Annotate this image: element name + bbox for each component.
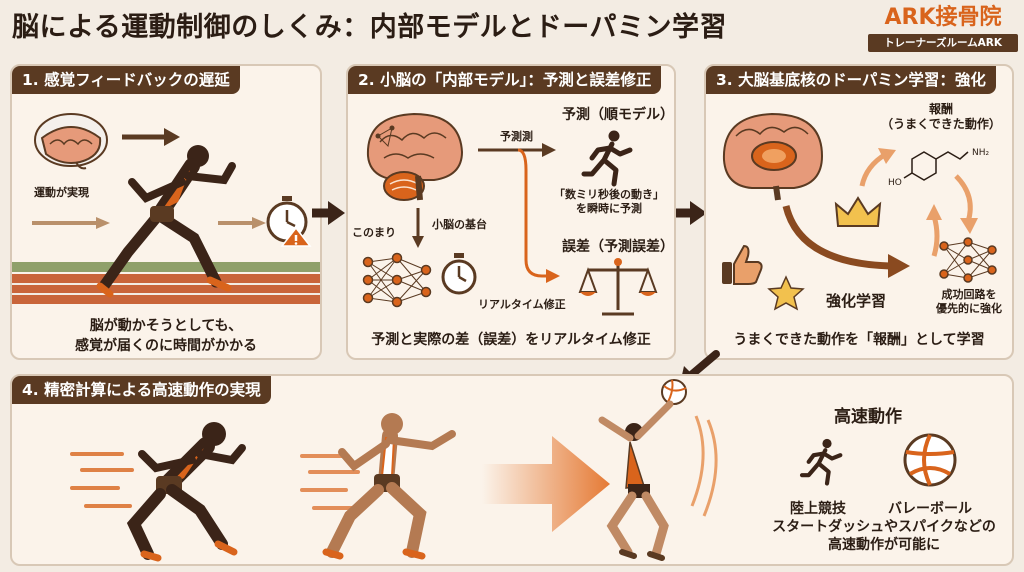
- molecule-nh2: NH₂: [972, 148, 990, 158]
- circuit-line1: 成功回路を: [941, 288, 997, 301]
- brain-label: 運動が実現: [34, 186, 89, 199]
- panel4-heading: 4. 精密計算による高速動作の実現: [12, 376, 271, 404]
- panel-internal-model: 2. 小脳の「内部モデル」：予測と誤差修正 予測測 予測（順モデル） 「数ミリ秒…: [346, 64, 676, 360]
- left-label: このまり: [352, 226, 396, 239]
- down-arrow-icon: [412, 208, 424, 248]
- panel4-caption-line1: スタートダッシュやスパイクなどの: [772, 519, 996, 535]
- circuit-line2: 優先的に強化: [936, 302, 1002, 315]
- sprinter-figure: [96, 145, 236, 298]
- stopwatch-warning-icon: [266, 196, 312, 247]
- sprinter-figure: [70, 422, 246, 562]
- panel1-caption-line2: 感覚が届くのに時間がかかる: [75, 338, 257, 354]
- error-title: 誤差（予測誤差）: [562, 239, 674, 255]
- molecule-ho: HO: [888, 178, 902, 188]
- panel-sensory-delay: 1. 感覚フィードバックの遅延 運動が実現: [10, 64, 322, 360]
- neural-network-icon: [362, 252, 432, 308]
- crown-icon: [834, 196, 882, 227]
- panel4-caption: スタートダッシュやスパイクなどの 高速動作が可能に: [756, 518, 1012, 554]
- fast-title: 高速動作: [834, 407, 902, 427]
- cycle-arrows-icon: [859, 148, 978, 257]
- star-icon: [767, 275, 805, 311]
- flow-arrow-icon: [674, 201, 707, 225]
- predict-arrow-label: 予測測: [500, 130, 533, 143]
- predict-desc-line2: を瞬時に予測: [576, 202, 642, 215]
- volleyball-icon: [903, 433, 957, 487]
- basal-ganglia-brain-icon: [722, 112, 824, 201]
- cerebellum-brain-icon: [366, 112, 464, 201]
- panel-high-speed-motion: 4. 精密計算による高速動作の実現: [10, 374, 1014, 566]
- page-title: 脳による運動制御のしくみ：内部モデルとドーパミン学習: [12, 12, 727, 43]
- logo: ARK接骨院 トレーナーズルームARK: [868, 4, 1018, 56]
- bracket-connector: [517, 148, 560, 283]
- panel1-heading: 1. 感覚フィードバックの遅延: [12, 66, 240, 94]
- logo-name: ARK接骨院: [884, 5, 1002, 30]
- stopwatch-icon: [441, 253, 477, 295]
- arrow-right-icon: [218, 217, 266, 229]
- running-track: [12, 262, 320, 304]
- panel2-heading: 2. 小脳の「内部モデル」：予測と誤差修正: [348, 66, 662, 94]
- thumbs-up-icon: [722, 244, 763, 285]
- reward-label: 報酬 （うまくできた動作）: [876, 102, 1006, 132]
- predict-desc-line1: 「数ミリ秒後の動き」: [554, 188, 664, 201]
- running-person-icon: [799, 438, 843, 486]
- panel3-caption: うまくできた動作を「報酬」として学習: [733, 332, 985, 348]
- reward-line2: （うまくできた動作）: [881, 117, 1001, 131]
- reward-line1: 報酬: [928, 102, 953, 116]
- predict-title: 予測（順モデル）: [562, 107, 674, 123]
- brain-icon: [34, 113, 108, 170]
- cerebellum-label: 小脳の基台: [432, 218, 487, 231]
- big-curved-arrow-icon: [782, 205, 910, 278]
- flow-arrow-icon: [312, 201, 345, 225]
- logo-subtitle: トレーナーズルームARK: [868, 34, 1018, 52]
- predict-desc: 「数ミリ秒後の動き」 を瞬時に予測: [544, 188, 674, 216]
- dopamine-molecule-icon: [903, 151, 969, 181]
- panel1-caption-line1: 脳が動かそうとしても、: [89, 318, 243, 334]
- volleyball-player-figure: [598, 379, 718, 561]
- panel2-caption: 予測と実際の差（誤差）をリアルタイム修正: [371, 332, 651, 348]
- running-person-icon: [581, 130, 633, 187]
- big-arrow-icon: [482, 436, 610, 532]
- neural-network-icon: [939, 237, 997, 283]
- panel3-heading: 3. 大脳基底核のドーパミン学習：強化: [706, 66, 996, 94]
- realtime-label: リアルタイム修正: [478, 298, 566, 311]
- circuit-label: 成功回路を 優先的に強化: [926, 288, 1012, 316]
- panel4-caption-line2: 高速動作が可能に: [828, 537, 940, 553]
- learning-label: 強化学習: [826, 292, 887, 310]
- sprinter-figure: [300, 413, 456, 560]
- sport1-label: 陸上競技: [790, 501, 846, 517]
- arrow-right-icon: [32, 217, 110, 229]
- scale-icon: [578, 258, 658, 316]
- panel1-caption: 脳が動かそうとしても、 感覚が届くのに時間がかかる: [12, 316, 320, 356]
- panel-dopamine-learning: 3. 大脳基底核のドーパミン学習：強化 報酬 （うまくできた動作） HO NH₂: [704, 64, 1014, 360]
- sport2-label: バレーボール: [888, 501, 972, 517]
- predict-arrow-icon: [478, 143, 556, 157]
- arrow-right-icon: [122, 128, 180, 146]
